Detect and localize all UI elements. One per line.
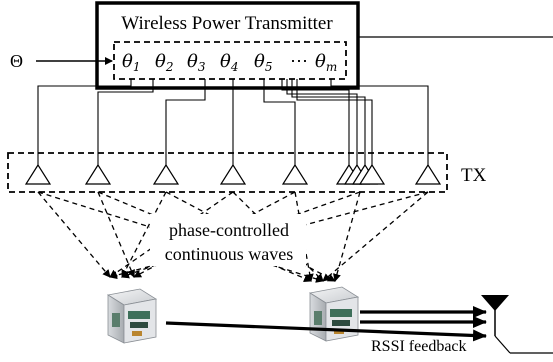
wave-arrow xyxy=(97,191,135,278)
antenna-icon xyxy=(281,163,309,185)
antenna-array xyxy=(24,163,442,185)
wave-label-line2: continuous waves xyxy=(165,244,293,264)
wave-arrow xyxy=(37,191,324,283)
tx-array-box xyxy=(7,152,448,193)
tx-label: TX xyxy=(461,165,487,186)
antenna-icon xyxy=(24,163,52,185)
phase-subscript-3: 3 xyxy=(198,60,206,74)
receiver-left-sensor-node-icon xyxy=(106,288,158,344)
antenna-icon xyxy=(358,163,386,185)
phase-subscript-4: 4 xyxy=(230,60,239,74)
receiver-right-sensor-node-icon xyxy=(308,286,360,342)
wave-arrow xyxy=(322,191,429,282)
phase-subscript-2: 2 xyxy=(165,60,174,74)
transmitter-title: Wireless Power Transmitter xyxy=(121,13,333,34)
routing-lines xyxy=(37,79,429,165)
rssi-feedback-label: RSSI feedback xyxy=(371,338,467,355)
wave-arrow xyxy=(121,191,167,278)
phase-subscript-5: 5 xyxy=(265,60,273,74)
phase-label-6: ⋯ xyxy=(290,51,308,71)
antenna-icon xyxy=(414,163,442,185)
wave-arrow xyxy=(165,191,336,282)
wave-arrow xyxy=(333,191,361,282)
wave-label-line1: phase-controlled xyxy=(169,220,289,240)
phase-shifter-box xyxy=(113,41,347,80)
phase-subscript-1: 1 xyxy=(133,60,141,74)
receive-antenna-icon xyxy=(481,295,511,354)
antenna-icon xyxy=(219,163,247,185)
wave-arrow xyxy=(97,191,312,282)
antenna-icon xyxy=(84,163,112,185)
phase-subscript-7: m xyxy=(326,60,337,74)
wave-label-bg xyxy=(150,214,306,266)
wave-arrow xyxy=(37,191,111,278)
theta-input-label: Θ xyxy=(10,51,23,71)
antenna-icon xyxy=(152,163,180,185)
transmitter-box xyxy=(95,1,360,90)
feedback-arrow-left xyxy=(165,321,487,342)
